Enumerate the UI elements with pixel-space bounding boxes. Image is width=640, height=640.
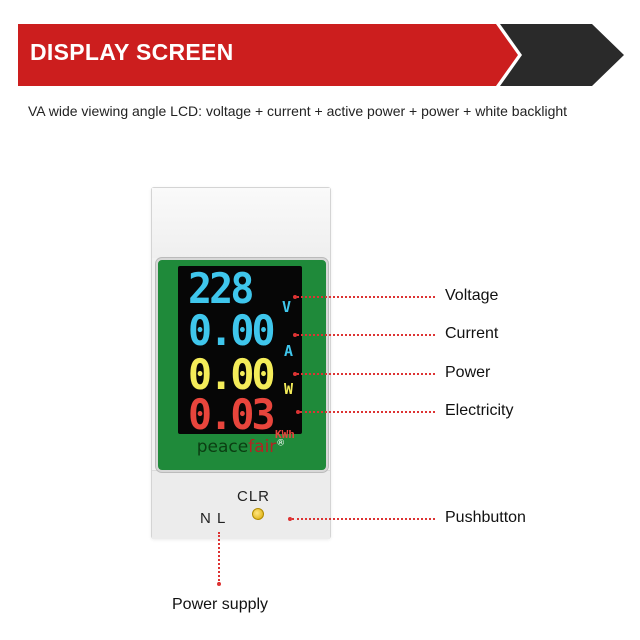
- brand-prefix: peace: [196, 437, 249, 457]
- banner-title: DISPLAY SCREEN: [30, 39, 234, 65]
- power-callout-dot: [293, 372, 297, 376]
- power-supply-callout-line: [218, 532, 220, 584]
- brand-logo: peacefair®: [185, 437, 297, 457]
- current-unit: A: [284, 342, 294, 360]
- current-value: 0.00: [188, 306, 276, 355]
- energy-unit: KWh: [275, 428, 295, 441]
- terminal-label: N L: [200, 510, 227, 527]
- electricity-callout-dot: [296, 410, 300, 414]
- pushbutton-callout: Pushbutton: [445, 509, 526, 526]
- brand-suffix: fair: [248, 437, 277, 457]
- power-unit: W: [284, 380, 294, 398]
- voltage-callout-line: [297, 296, 435, 298]
- voltage-unit: V: [282, 298, 292, 316]
- power-callout-line: [297, 373, 435, 375]
- power-value: 0.00: [188, 350, 276, 399]
- subtitle: VA wide viewing angle LCD: voltage + cur…: [28, 103, 568, 119]
- current-callout-line: [297, 334, 435, 336]
- current-callout-dot: [293, 333, 297, 337]
- housing-top: [152, 188, 330, 258]
- power-supply-callout: Power supply: [172, 596, 269, 613]
- lcd-display: 228 V 0.00 A 0.00 W 0.03 KWh: [178, 264, 302, 441]
- voltage-callout-dot: [293, 295, 297, 299]
- pushbutton-callout-dot: [288, 517, 292, 521]
- banner-red-arrow: [18, 24, 518, 86]
- clr-label: CLR: [237, 488, 271, 505]
- power-callout: Power: [445, 364, 491, 381]
- header-banner: DISPLAY SCREEN: [0, 24, 640, 86]
- voltage-callout: Voltage: [445, 287, 499, 304]
- electricity-callout-line: [300, 411, 435, 413]
- energy-value: 0.03: [188, 390, 276, 439]
- voltage-value: 228: [188, 264, 254, 313]
- power-supply-callout-dot: [217, 582, 221, 586]
- pushbutton-callout-line: [292, 518, 435, 520]
- banner-dark-arrow: [500, 24, 624, 86]
- brand-mark: ®: [276, 438, 286, 449]
- current-callout: Current: [445, 325, 499, 342]
- clr-pushbutton[interactable]: [252, 508, 264, 520]
- electricity-callout: Electricity: [445, 402, 514, 419]
